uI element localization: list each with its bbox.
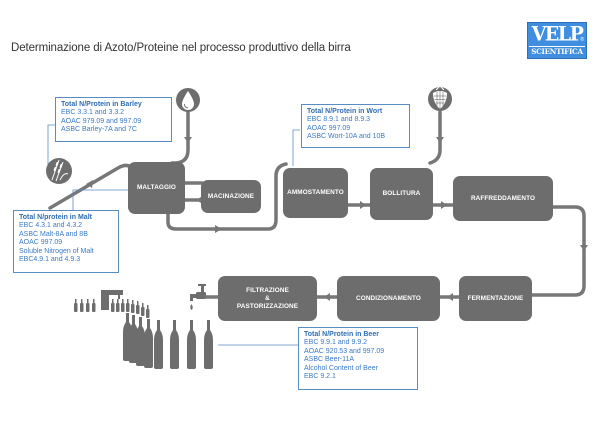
pipe-maltaggio-to-ammostamento bbox=[166, 162, 288, 231]
arrow-right-ammostamento bbox=[360, 201, 366, 209]
step-bollitura: BOLLITURA bbox=[370, 168, 433, 220]
info-beer-heading: Total N/Protein in Beer bbox=[304, 331, 379, 338]
info-wort-heading: Total N/Protein in Wort bbox=[307, 108, 383, 115]
connector-wort bbox=[292, 129, 300, 166]
info-barley-line: EBC 3.3.1 and 3.3.2 bbox=[61, 109, 125, 117]
logo-bottom-text: SCIENTIFICA bbox=[529, 46, 585, 57]
arrow-right-bottom bbox=[215, 225, 222, 233]
info-wort-line: AOAC 997.09 bbox=[307, 124, 351, 132]
step-fermentazione-label: FERMENTAZIONE bbox=[467, 294, 524, 302]
step-bollitura-label: BOLLITURA bbox=[382, 190, 421, 197]
step-maltaggio-label: MALTAGGIO bbox=[137, 184, 176, 191]
velp-scientifica-logo: VELP ® SCIENTIFICA bbox=[527, 22, 587, 59]
info-beer-line: EBC 9.9.1 and 9.9.2 bbox=[304, 339, 368, 347]
connector-malt bbox=[72, 189, 128, 212]
large-bottles bbox=[123, 313, 213, 369]
small-bottles bbox=[74, 299, 150, 318]
info-beer-line: Alcohol Content of Beer bbox=[304, 364, 378, 372]
info-beer-line: ASBC Beer-11A bbox=[304, 356, 355, 364]
arrow-down-hops bbox=[436, 137, 444, 143]
logo-registered-mark: ® bbox=[580, 37, 584, 43]
info-barley-line: AOAC 979.09 and 997.09 bbox=[61, 117, 142, 125]
arrow-down-water bbox=[184, 137, 192, 143]
step-filtrazione-pastorizzazione: FILTRAZIONE & PASTORIZZAZIONE bbox=[218, 276, 317, 321]
barley-icon bbox=[46, 158, 72, 184]
water-drop-icon bbox=[176, 88, 200, 112]
bottling-line-icon bbox=[74, 290, 213, 369]
hop-cone-icon bbox=[428, 85, 452, 111]
pipe-hops-to-bollitura bbox=[428, 110, 442, 165]
info-malt-line: Soluble Nitrogen of Malt bbox=[19, 247, 94, 255]
arrow-barley bbox=[86, 180, 93, 188]
step-fermentazione: FERMENTAZIONE bbox=[459, 276, 532, 321]
step-raffreddamento-label: RAFFREDDAMENTO bbox=[470, 194, 536, 202]
info-barley-line: ASBC Barley-7A and 7C bbox=[61, 126, 137, 134]
info-box-barley: Total N/Protein in Barley EBC 3.3.1 and … bbox=[55, 97, 172, 142]
info-malt-line: EBC 4.3.1 and 4.3.2 bbox=[19, 222, 83, 230]
arrow-left bbox=[196, 197, 201, 203]
step-macinazione-label: MACINAZIONE bbox=[207, 192, 255, 200]
info-barley-heading: Total N/Protein in Barley bbox=[61, 101, 142, 108]
info-malt-line: ASBC Malt-8A and 8B bbox=[19, 230, 88, 238]
info-box-beer: Total N/Protein in Beer EBC 9.9.1 and 9.… bbox=[298, 327, 418, 390]
step-ammostamento: AMMOSTAMENTO bbox=[283, 168, 348, 218]
step-filtrazione-label-line2: & bbox=[265, 294, 270, 302]
arrow-left-fermentazione bbox=[447, 293, 453, 301]
info-box-malt: Total N/protein in Malt EBC 4.3.1 and 4.… bbox=[13, 210, 119, 273]
arrow-left-condizionamento bbox=[324, 293, 330, 301]
info-wort-line: EBC 8.9.1 and 8.9.3 bbox=[307, 116, 371, 124]
step-filtrazione-label-line1: FILTRAZIONE bbox=[246, 286, 289, 294]
step-maltaggio: MALTAGGIO bbox=[128, 162, 185, 214]
tap-faucet-icon bbox=[190, 284, 206, 310]
info-malt-line: EBC4.9.1 and 4.9.3 bbox=[19, 256, 81, 264]
info-wort-line: ASBC Wort-10A and 10B bbox=[307, 133, 386, 141]
info-beer-line: EBC 9.2.1 bbox=[304, 373, 336, 381]
logo-top-text: VELP bbox=[531, 22, 584, 46]
info-malt-heading: Total N/protein in Malt bbox=[19, 214, 92, 221]
connector-barley bbox=[47, 124, 55, 165]
step-raffreddamento: RAFFREDDAMENTO bbox=[453, 176, 553, 221]
step-ammostamento-label: AMMOSTAMENTO bbox=[287, 189, 344, 196]
step-macinazione: MACINAZIONE bbox=[201, 180, 261, 213]
info-malt-line: AOAC 997.09 bbox=[19, 239, 63, 247]
step-condizionamento-label: CONDIZIONAMENTO bbox=[356, 294, 421, 302]
arrow-right-bollitura bbox=[441, 201, 447, 209]
info-beer-line: AOAC 920.53 and 997.09 bbox=[304, 347, 385, 355]
step-condizionamento: CONDIZIONAMENTO bbox=[337, 276, 440, 321]
step-filtrazione-label-line3: PASTORIZZAZIONE bbox=[236, 302, 299, 310]
info-box-wort: Total N/Protein in Wort EBC 8.9.1 and 8.… bbox=[301, 104, 410, 148]
arrow-down-side bbox=[580, 245, 588, 251]
diagram-title: Determinazione di Azoto/Proteine nel pro… bbox=[11, 42, 351, 54]
